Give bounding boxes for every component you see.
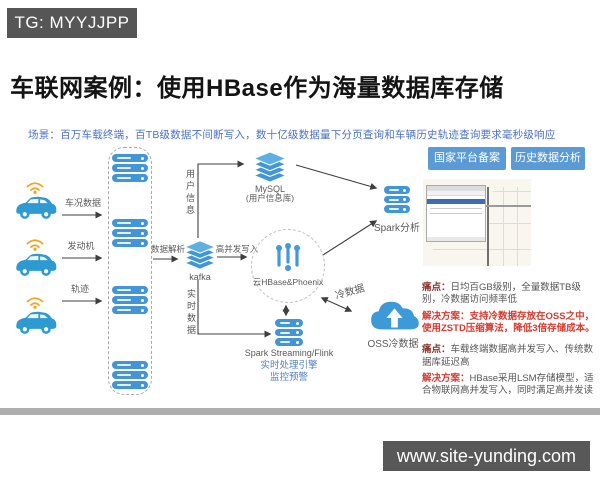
server-bar — [112, 154, 148, 162]
badge-history-analysis: 历史数据分析 — [511, 147, 585, 170]
map-road-major — [478, 205, 531, 207]
solution-label: 解决方案： — [422, 310, 470, 322]
window-toolbar — [427, 191, 485, 196]
server-bar — [275, 338, 303, 346]
wifi-icon — [26, 297, 44, 309]
write-label: 高并发写入 — [215, 244, 259, 254]
table-row — [430, 213, 482, 214]
map-query-window — [426, 185, 486, 242]
note-pain-2: 痛点：车载终端数据高并发写入、传统数据库延迟高 — [422, 344, 598, 369]
pain-label: 痛点： — [422, 344, 451, 356]
server-bar — [112, 164, 148, 172]
server-bar — [112, 306, 148, 314]
map-road-major — [487, 187, 489, 266]
flow-label-vehicle-data: 车况数据 — [64, 198, 101, 208]
badge-national-platform: 国家平台备案 — [428, 147, 506, 170]
server-cluster-box — [108, 147, 152, 395]
page-title: 车联网案例：使用HBase作为海量数据库存储 — [10, 75, 504, 102]
car-icon — [16, 253, 57, 276]
server-group — [112, 286, 148, 316]
server-bar — [384, 195, 410, 203]
wifi-icon — [26, 182, 44, 194]
mysql-sublabel: (用户信息库) — [245, 193, 295, 203]
flow-label-user-info: 用户信息 — [185, 169, 195, 217]
server-bar — [384, 186, 410, 194]
server-bar — [112, 239, 148, 247]
server-group — [112, 154, 148, 184]
scene-subtitle: 场景：百万车载终端，百TB级数据不间断写入，数十亿级数据量下分页查询和车辆历史轨… — [28, 129, 556, 141]
hbase-phoenix-icon — [276, 243, 300, 271]
engine-note-1: 实时处理引擎 — [260, 360, 318, 371]
server-group — [112, 361, 148, 391]
mysql-label: MySQL — [254, 184, 285, 194]
spark-analysis-stack — [384, 186, 410, 215]
server-bar — [112, 229, 148, 237]
map-screenshot — [423, 179, 531, 266]
car-icon — [16, 311, 57, 334]
server-bar — [112, 381, 148, 389]
server-bar — [384, 205, 410, 213]
map-road — [489, 223, 531, 224]
map-road — [493, 191, 531, 192]
hbase-label: 云HBase&Phoenix — [252, 277, 324, 287]
table-row — [430, 208, 482, 209]
window-statusbar — [427, 237, 485, 241]
note-text: 日均百GB级别，全量数据TB级别，冷数据访问频率低 — [422, 282, 581, 306]
server-bar — [275, 319, 303, 327]
flow-label-realtime: 实时数据 — [186, 289, 196, 337]
car-terminal — [12, 181, 58, 220]
table-selected-row — [427, 199, 485, 204]
server-bar — [112, 371, 148, 379]
kafka-label: kafka — [189, 272, 211, 282]
spark-streaming-label: Spark Streaming/Flink — [244, 348, 334, 358]
server-bar — [112, 361, 148, 369]
mysql-icon — [252, 151, 288, 183]
bottom-divider — [0, 408, 600, 415]
flow-label-track: 轨迹 — [70, 284, 89, 294]
map-road — [503, 187, 504, 266]
window-titlebar — [427, 186, 485, 191]
oss-cloud-icon — [371, 301, 419, 330]
flow-label-engine: 发动机 — [67, 241, 95, 251]
car-icon — [16, 196, 57, 219]
server-bar — [112, 174, 148, 182]
tg-watermark-badge: TG: MYYJJPP — [7, 8, 137, 38]
spark-streaming-stack — [275, 319, 303, 348]
server-bar — [112, 296, 148, 304]
server-group — [112, 219, 148, 249]
kafka-icon — [183, 240, 217, 270]
parse-label: 数据解析 — [150, 244, 185, 254]
server-bar — [112, 286, 148, 294]
server-bar — [112, 219, 148, 227]
car-terminal — [12, 238, 58, 277]
hbase-circle — [251, 229, 325, 303]
oss-label: OSS冷数据 — [367, 339, 419, 350]
arrow-mysql-to-spark — [295, 164, 378, 190]
solution-label: 解决方案： — [422, 373, 470, 385]
note-text: HBase采用LSM存储模型，适合物联网高并发写入，同时满足高并发读 — [422, 373, 594, 397]
note-solution-1: 解决方案：支持冷数据存放在OSS之中，使用ZSTD压缩算法，降低3倍存储成本。 — [422, 311, 598, 336]
note-text: 车载终端数据高并发写入、传统数据库延迟高 — [422, 344, 594, 368]
notes-panel: 痛点：日均百GB级别，全量数据TB级别，冷数据访问频率低 解决方案：支持冷数据存… — [422, 282, 598, 402]
pain-label: 痛点： — [422, 282, 451, 293]
map-road — [433, 249, 531, 250]
spark-analysis-label: Spark分析 — [373, 223, 421, 234]
note-pain-1: 痛点：日均百GB级别，全量数据TB级别，冷数据访问频率低 — [422, 282, 598, 307]
wifi-icon — [26, 239, 44, 251]
car-terminal — [12, 296, 58, 335]
server-bar — [275, 328, 303, 336]
note-solution-2: 解决方案：HBase采用LSM存储模型，适合物联网高并发写入，同时满足高并发读 — [422, 373, 598, 398]
engine-note-2: 监控预警 — [269, 372, 308, 383]
map-road — [517, 187, 518, 266]
note-text: 支持冷数据存放在OSS之中，使用ZSTD压缩算法，降低3倍存储成本。 — [422, 310, 595, 335]
site-watermark-badge: www.site-yunding.com — [382, 441, 590, 471]
